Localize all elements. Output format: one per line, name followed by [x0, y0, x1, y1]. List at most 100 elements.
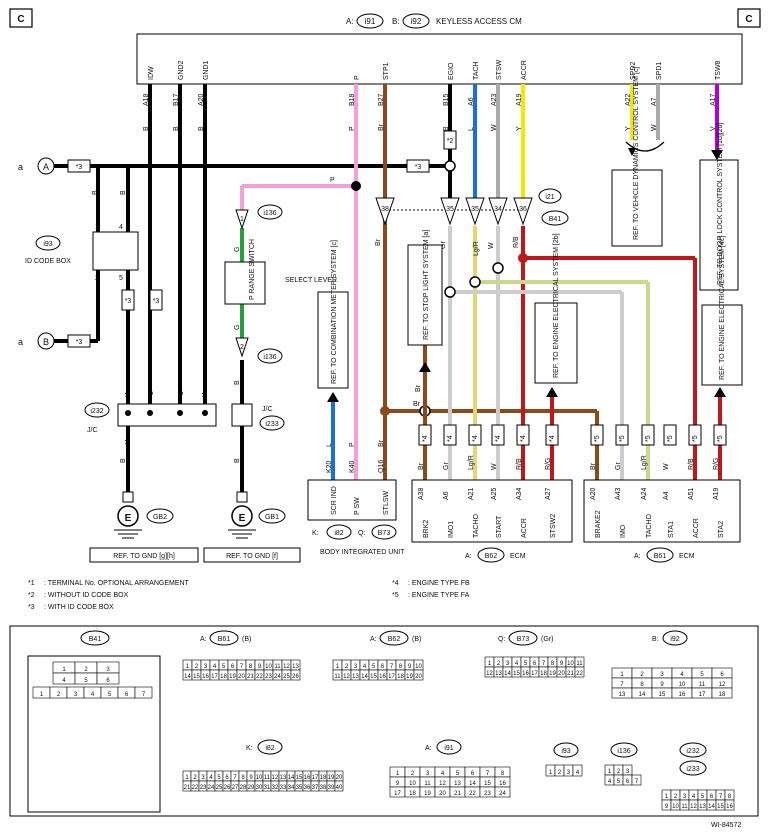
svg-text:i136: i136 [263, 354, 276, 361]
ecm-b61: A: B61 ECM [583, 479, 741, 563]
ecm-pin-number: A6 [443, 491, 450, 500]
keyless-pin-number: A18 [143, 93, 150, 106]
ecm-pin-color: Lg/R [641, 455, 648, 470]
pin-number: 19 [549, 671, 556, 677]
svg-text:A: A [43, 162, 49, 172]
pin-number: 6 [626, 779, 630, 785]
ecm-pin-func: STSW2 [550, 514, 557, 538]
pin-number: 20 [238, 674, 245, 680]
ground-gb1: E GB1 REF. TO GND [f] [203, 491, 301, 563]
wire-color-label: Br [415, 384, 422, 392]
svg-text:i136: i136 [617, 748, 630, 755]
pin-number: 4 [680, 672, 684, 678]
pin-number: 1 [185, 775, 189, 781]
svg-text:ECM: ECM [679, 553, 695, 560]
pin-number: 17 [312, 775, 319, 781]
pin-number: 11 [274, 664, 281, 670]
keyless-pin-color: P [349, 126, 356, 131]
pin-number: 19 [406, 674, 413, 680]
pin-number: 1 [488, 661, 492, 667]
pin-number: 16 [679, 692, 686, 698]
pin-number: 25 [216, 785, 223, 791]
wire-color-label: G [234, 325, 241, 330]
pin-number: 16 [726, 804, 733, 810]
pin-number: 22 [576, 671, 583, 677]
ecm-pin-number: A43 [615, 487, 622, 500]
pin-number: 5 [524, 661, 528, 667]
ecm-pin-number: A34 [516, 487, 523, 500]
pin-number: 31 [264, 785, 271, 791]
id-code-box: i93 ID CODE BOX 1 4 2 5 [25, 224, 139, 282]
pin-number: 16 [202, 674, 209, 680]
svg-text:*3: *3 [125, 298, 132, 305]
pin-number: 22 [256, 674, 263, 680]
pin-number: 40 [336, 785, 343, 791]
pin-number: 18 [320, 775, 327, 781]
pin-number: 16 [379, 674, 386, 680]
pin-number: 15 [193, 674, 200, 680]
pin-number: 9 [660, 682, 664, 688]
svg-text:: ENGINE TYPE FA: : ENGINE TYPE FA [408, 592, 470, 599]
mid-connector-pin: 35 [471, 206, 479, 213]
svg-text:B: B [43, 337, 49, 347]
pin-number: 1 [608, 769, 612, 775]
pin-number: 3 [626, 769, 630, 775]
wire-color-label: Br [375, 238, 382, 246]
keyless-pin-number: A6 [468, 97, 475, 106]
keyless-pin-color: L [468, 127, 475, 131]
pin-number: 3 [106, 667, 110, 673]
pin-number: 20 [336, 775, 343, 781]
pin-number: 26 [292, 674, 299, 680]
svg-text:: WITH ID CODE BOX: : WITH ID CODE BOX [44, 604, 114, 611]
svg-text:B:: B: [652, 636, 659, 643]
pin-number: 2 [558, 770, 562, 776]
pin-number: 21 [454, 791, 461, 797]
pin-number: 14 [184, 674, 191, 680]
wire-color-label: B [234, 458, 241, 463]
pin-number: 18 [540, 671, 547, 677]
svg-text:: TERMINAL No. OPTIONAL ARRANG: : TERMINAL No. OPTIONAL ARRANGEMENT [44, 580, 190, 587]
keyless-pin-color: Br [378, 123, 385, 131]
svg-text:A:: A: [465, 553, 472, 560]
pin-number: 5 [108, 692, 112, 698]
pin-number: 11 [699, 682, 706, 688]
svg-text:B62: B62 [388, 636, 401, 643]
pin-number: 35 [296, 785, 303, 791]
pin-number: 27 [232, 785, 239, 791]
keyless-access-title: A: i91 B: i92 KEYLESS ACCESS CM [346, 13, 522, 29]
svg-text:1: 1 [95, 224, 99, 231]
pin-number: 11 [576, 661, 583, 667]
svg-text:i136: i136 [263, 210, 276, 217]
ref-door-lock: REF. TO DOOR LOCK CONTROL SYSTEM [1d][2d… [699, 122, 739, 291]
biu-pin-number: Q16 [378, 460, 385, 473]
pin-number: 7 [486, 771, 490, 777]
star-label: *1 [202, 391, 209, 398]
pin-number: 1 [665, 794, 669, 800]
keyless-pin-labels: IDWA18BGND2B17BGND1A20BPB18PSTP1B27BrEGI… [143, 59, 722, 131]
pin-number: 32 [272, 785, 279, 791]
ecm-pin-func: START [496, 515, 503, 538]
star-label: *1 [125, 391, 132, 398]
pin-number: 8 [501, 771, 505, 777]
pin-number: 8 [551, 661, 555, 667]
ecm-b62-pins: *4BrA38BRK2*4GrA6IMO1*4Lg/RA21TACHO*4WA2… [418, 424, 559, 538]
svg-text:A:: A: [346, 17, 354, 26]
pin-number: 18 [220, 674, 227, 680]
pin-number: 3 [204, 664, 208, 670]
pin-number: 36 [304, 785, 311, 791]
svg-text:i91: i91 [365, 17, 376, 26]
svg-text:Q:: Q: [358, 530, 365, 537]
pin-number: 34 [288, 785, 295, 791]
svg-text:B:: B: [392, 17, 400, 26]
pin-number: 16 [499, 781, 506, 787]
svg-text:B41: B41 [89, 636, 102, 643]
svg-text:GB1: GB1 [265, 514, 279, 521]
svg-text:E: E [239, 513, 246, 524]
pin-number: 37 [312, 785, 319, 791]
keyless-pin-func: ACCR [521, 60, 528, 80]
pin-number: 9 [408, 664, 412, 670]
